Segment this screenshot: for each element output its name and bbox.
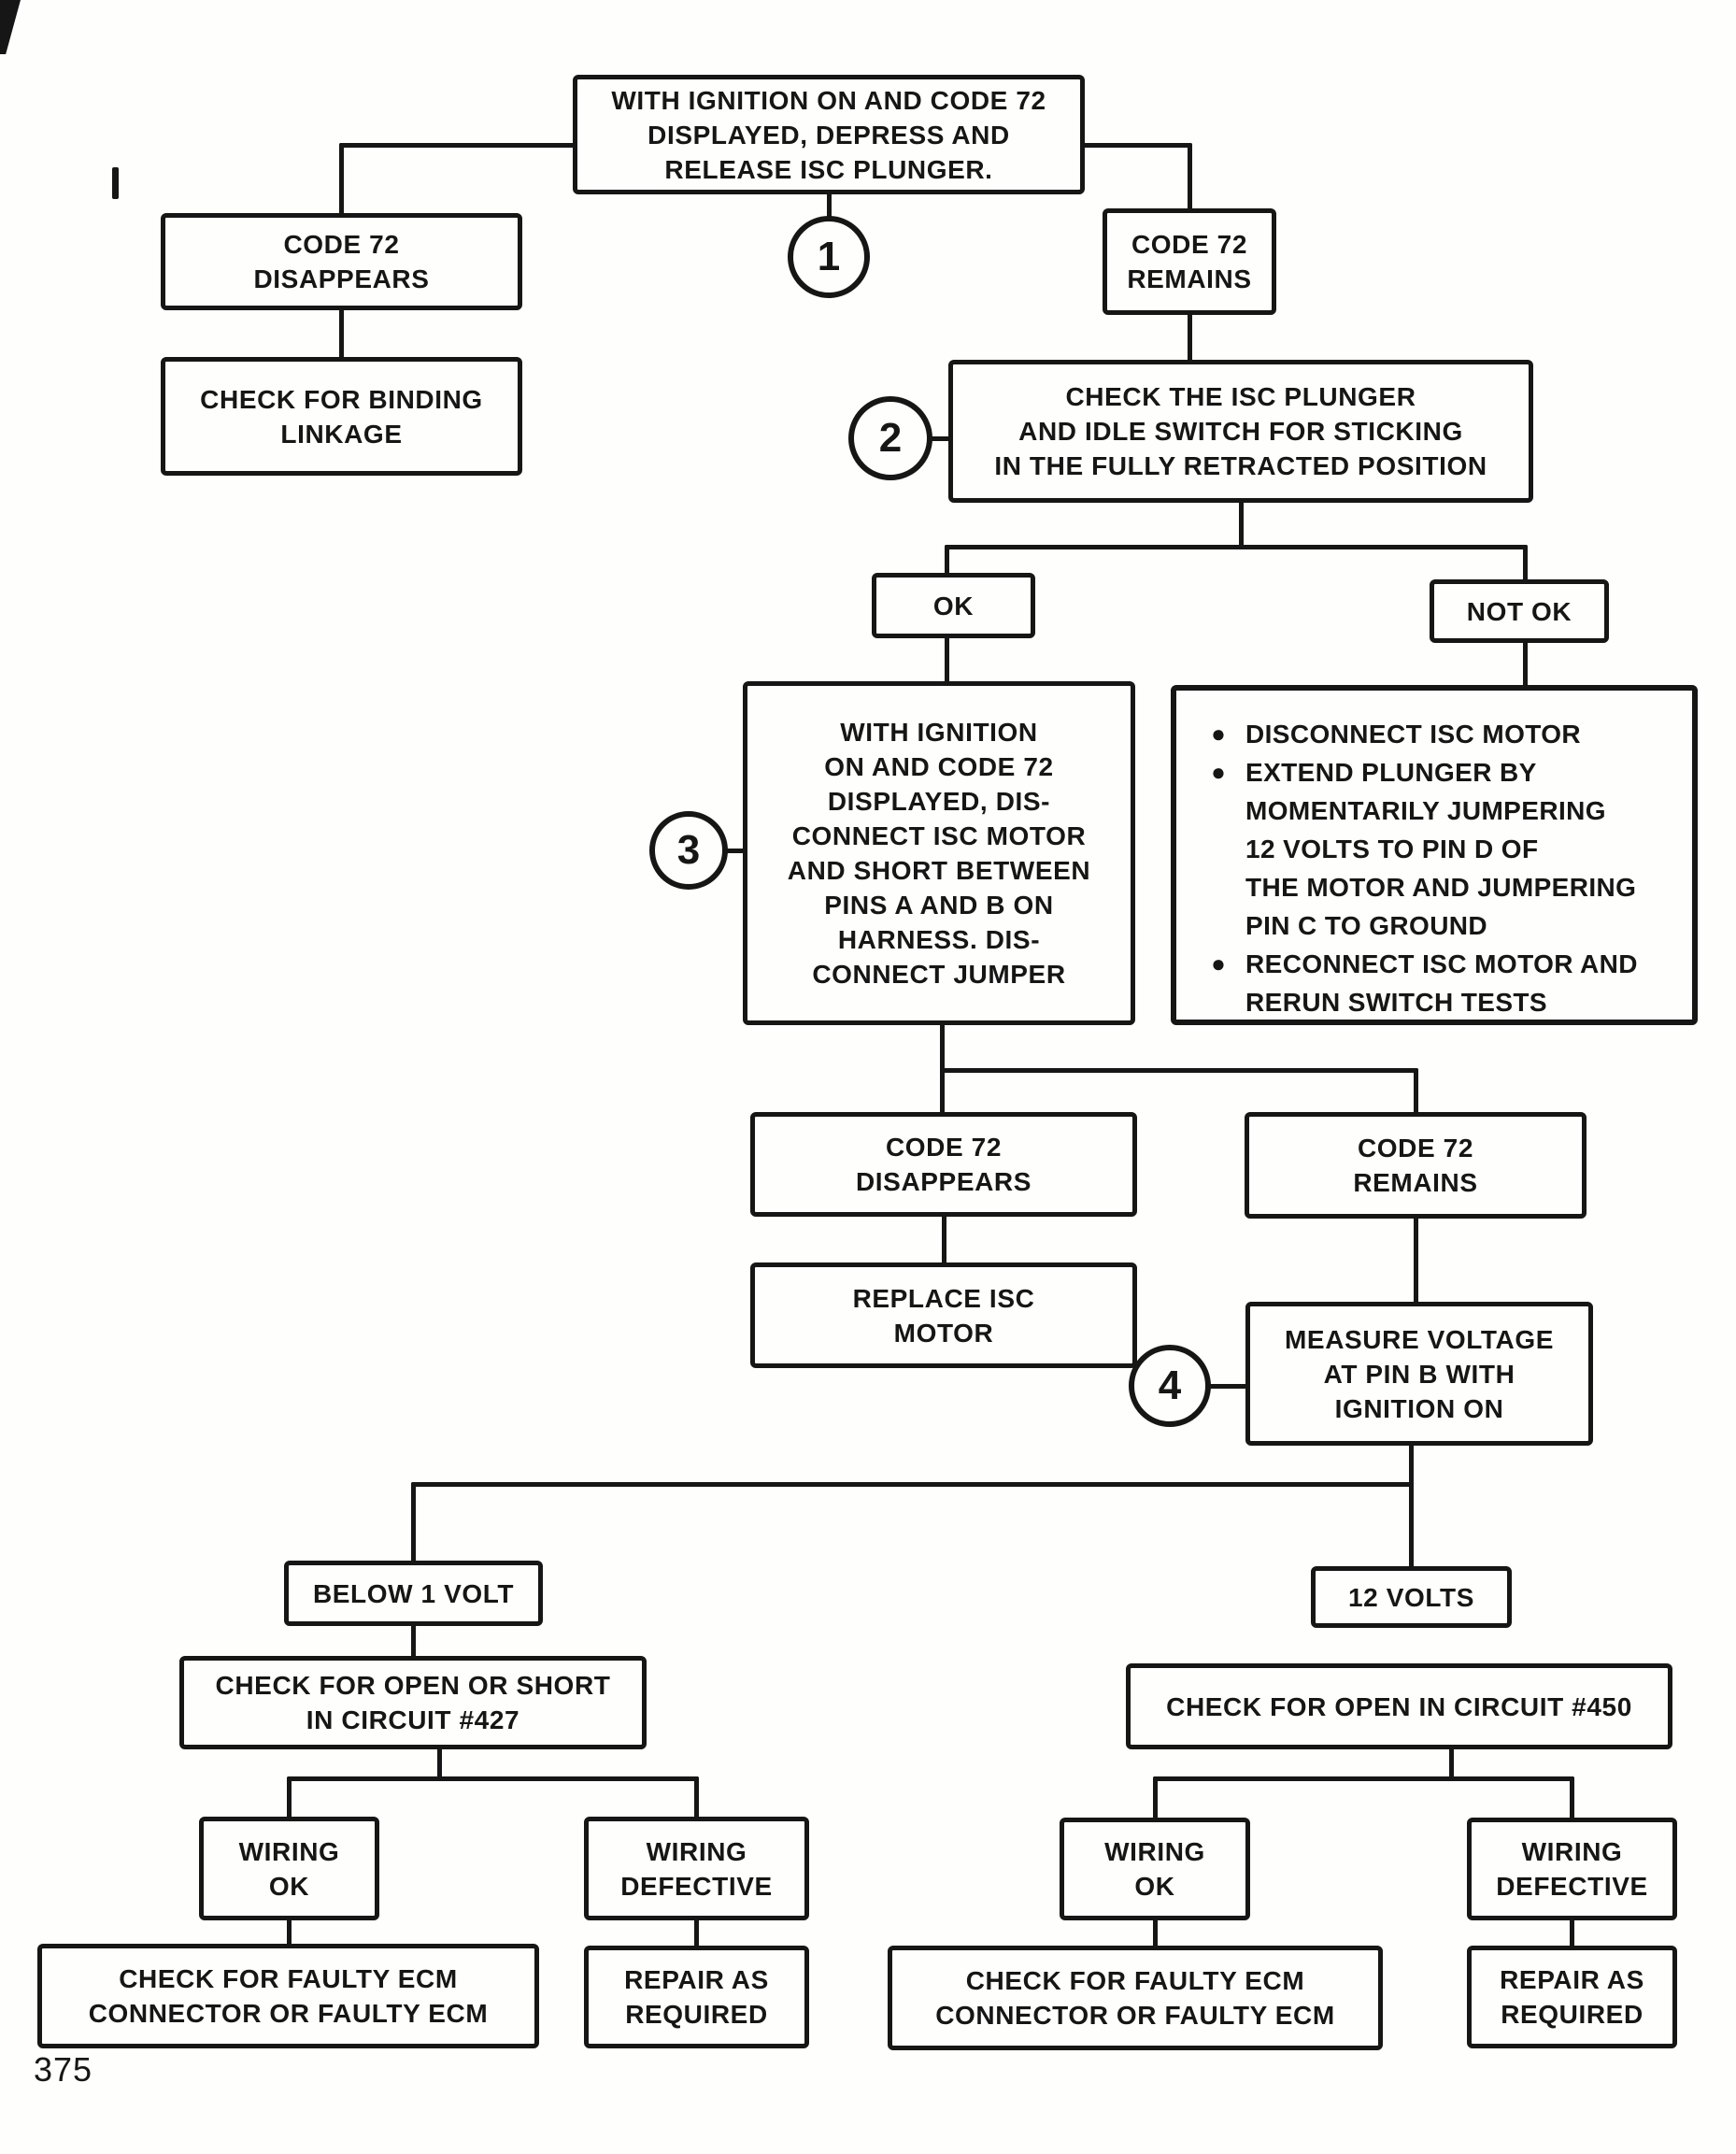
connector-line <box>1448 1747 1454 1781</box>
flow-box-step3-jumper-test: WITH IGNITION ON AND CODE 72 DISPLAYED, … <box>743 681 1135 1025</box>
bullet-item-text: DISCONNECT ISC MOTOR <box>1245 720 1582 749</box>
connector-line <box>286 1776 699 1781</box>
flow-box-not-ok: NOT OK <box>1430 579 1609 643</box>
scan-artifact-mark <box>112 167 119 199</box>
connector-line <box>410 1481 1414 1487</box>
flow-box-repair-right: REPAIR AS REQUIRED <box>1467 1946 1677 2048</box>
connector-line <box>1238 500 1244 549</box>
connector-line <box>1569 1776 1574 1820</box>
page-number: 375 <box>34 2050 93 2089</box>
step-circle-step-1: 1 <box>788 216 870 298</box>
flow-box-step1-instruction: WITH IGNITION ON AND CODE 72 DISPLAYED, … <box>573 75 1085 194</box>
connector-line <box>1152 1776 1574 1781</box>
flow-box-wiring-defective-left: WIRING DEFECTIVE <box>584 1817 809 1920</box>
connector-line <box>410 1623 416 1659</box>
connector-line <box>1082 142 1192 148</box>
flow-box-12-volts: 12 VOLTS <box>1311 1566 1512 1628</box>
connector-line <box>410 1481 416 1563</box>
flow-box-check-binding-linkage: CHECK FOR BINDING LINKAGE <box>161 357 522 476</box>
connector-line <box>944 544 949 576</box>
step-circle-step-4: 4 <box>1129 1345 1211 1427</box>
bullet-icon: ● <box>1211 720 1226 748</box>
flow-box-check-ecm-right: CHECK FOR FAULTY ECM CONNECTOR OR FAULTY… <box>888 1946 1383 2050</box>
flow-box-step4-measure-voltage: MEASURE VOLTAGE AT PIN B WITH IGNITION O… <box>1245 1302 1593 1446</box>
bullet-icon: ● <box>1211 758 1226 786</box>
flow-box-check-circuit-450: CHECK FOR OPEN IN CIRCUIT #450 <box>1126 1663 1672 1749</box>
flow-box-check-ecm-left: CHECK FOR FAULTY ECM CONNECTOR OR FAULTY… <box>37 1944 539 2048</box>
connector-line <box>1569 1918 1574 1948</box>
connector-line <box>693 1918 699 1948</box>
scan-artifact-corner <box>0 0 21 54</box>
flow-box-code72-remains-2: CODE 72 REMAINS <box>1245 1112 1587 1219</box>
bullet-list-item: ● DISCONNECT ISC MOTOR <box>1191 715 1683 753</box>
connector-line <box>1522 640 1528 688</box>
flow-box-replace-isc-motor: REPLACE ISC MOTOR <box>750 1262 1137 1368</box>
connector-line <box>1208 1383 1248 1389</box>
connector-line <box>1413 1067 1418 1115</box>
bullet-item-text: EXTEND PLUNGER BY MOMENTARILY JUMPERING … <box>1245 758 1637 940</box>
connector-line <box>436 1747 442 1781</box>
connector-line <box>338 142 576 148</box>
step-circle-step-2: 2 <box>848 396 932 480</box>
connector-line <box>826 192 832 221</box>
flow-box-not-ok-actions: ● DISCONNECT ISC MOTOR ● EXTEND PLUNGER BY … <box>1171 685 1698 1025</box>
flow-box-code72-remains-1: CODE 72 REMAINS <box>1103 208 1276 315</box>
flow-box-check-circuit-427: CHECK FOR OPEN OR SHORT IN CIRCUIT #427 <box>179 1656 647 1749</box>
connector-line <box>1408 1443 1414 1569</box>
connector-line <box>1152 1776 1158 1820</box>
flow-box-wiring-ok-right: WIRING OK <box>1060 1818 1250 1920</box>
connector-line <box>338 142 344 216</box>
bullet-icon: ● <box>1211 949 1226 977</box>
connector-line <box>693 1776 699 1819</box>
flow-box-ok: OK <box>872 573 1035 638</box>
connector-line <box>944 544 1528 549</box>
flow-box-wiring-ok-left: WIRING OK <box>199 1817 379 1920</box>
connector-line <box>1152 1918 1158 1948</box>
connector-line <box>944 635 949 684</box>
connector-line <box>286 1776 292 1819</box>
connector-line <box>1413 1216 1418 1305</box>
connector-line <box>1187 142 1192 211</box>
connector-line <box>1522 544 1528 582</box>
flow-box-wiring-defective-right: WIRING DEFECTIVE <box>1467 1818 1677 1920</box>
flow-box-step2-check-plunger: CHECK THE ISC PLUNGER AND IDLE SWITCH FO… <box>948 360 1533 503</box>
bullet-list-item: ● EXTEND PLUNGER BY MOMENTARILY JUMPERING… <box>1191 753 1683 945</box>
connector-line <box>1187 312 1192 363</box>
flow-box-below-1-volt: BELOW 1 VOLT <box>284 1561 543 1626</box>
connector-line <box>930 435 951 441</box>
bullet-item-text: RECONNECT ISC MOTOR AND RERUN SWITCH TES… <box>1245 949 1638 1017</box>
connector-line <box>725 848 746 853</box>
flow-box-repair-left: REPAIR AS REQUIRED <box>584 1946 809 2048</box>
flow-box-code72-disappears-2: CODE 72 DISAPPEARS <box>750 1112 1137 1217</box>
flow-box-code72-disappears-1: CODE 72 DISAPPEARS <box>161 213 522 310</box>
bullet-list-item: ● RECONNECT ISC MOTOR AND RERUN SWITCH TE… <box>1191 945 1683 1021</box>
connector-line <box>286 1918 292 1947</box>
connector-line <box>939 1067 1418 1073</box>
connector-line <box>941 1214 946 1265</box>
connector-line <box>338 307 344 360</box>
step-circle-step-3: 3 <box>649 811 728 890</box>
